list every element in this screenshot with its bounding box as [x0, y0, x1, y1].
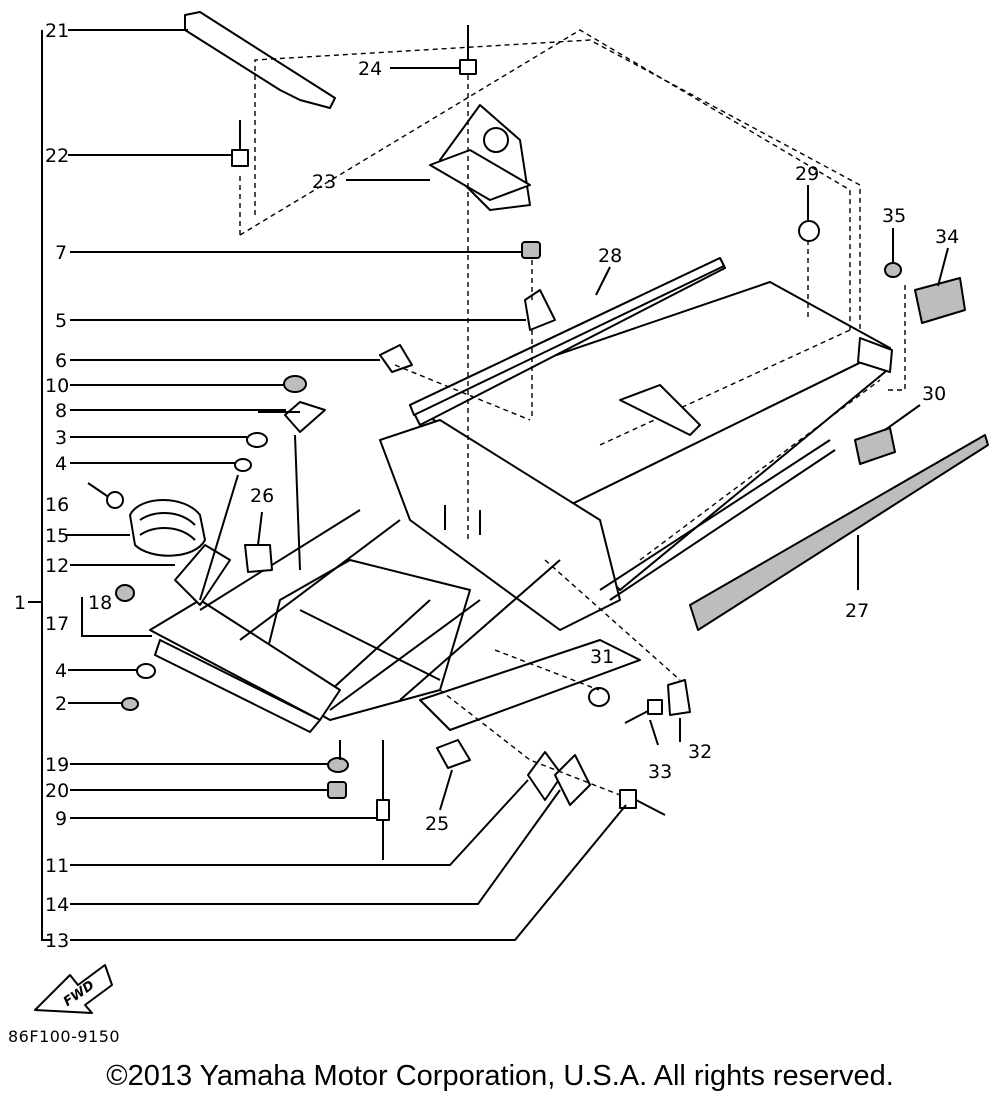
- assembly-lines: [239, 29, 906, 796]
- callout-24: 24: [358, 58, 382, 80]
- part-31-cap: [588, 687, 610, 707]
- callout-4-upper-label: 4: [55, 453, 67, 475]
- part-35-nut: [884, 262, 902, 278]
- callout-22: 22: [45, 145, 69, 167]
- callout-14: 14: [45, 894, 69, 916]
- callout-7: 7: [55, 242, 67, 264]
- part-3-grommet: [246, 432, 268, 448]
- part-6-bracket: [379, 344, 413, 373]
- callout-28: 28: [598, 245, 622, 267]
- copyright-notice: ©2013 Yamaha Motor Corporation, U.S.A. A…: [106, 1060, 894, 1092]
- part-29-plug: [798, 220, 820, 242]
- part-2-grommet: [121, 697, 139, 711]
- leader-lines: [66, 29, 949, 941]
- callout-labels: 21 22 24 23 7 5 6 10 8 3 3 4 16 15 12 1 …: [14, 20, 959, 952]
- part-12-arm: [174, 544, 231, 606]
- callout-12: 12: [45, 555, 69, 577]
- part-9-bolt: [376, 799, 390, 860]
- part-23-mount: [429, 104, 531, 211]
- part-15-bracket: [129, 499, 206, 557]
- callout-15: 15: [45, 525, 69, 547]
- callout-16: 16: [45, 494, 69, 516]
- callout-5: 5: [55, 310, 67, 332]
- part-8-plate: [284, 401, 326, 433]
- callout-26: 26: [250, 485, 274, 507]
- callout-34: 34: [935, 226, 959, 248]
- callout-31: 31: [590, 646, 614, 668]
- part-28-rail: [409, 257, 725, 416]
- callout-17: 17: [45, 613, 69, 635]
- callout-33: 33: [648, 761, 672, 783]
- callout-32: 32: [688, 741, 712, 763]
- callout-3: 3: [55, 427, 67, 449]
- callout-21: 21: [45, 20, 69, 42]
- part-5-bracket: [524, 289, 556, 331]
- part-34-reflector: [914, 277, 966, 324]
- callout-2: 2: [55, 693, 67, 715]
- callout-1: 1: [14, 592, 26, 614]
- part-25-clip: [436, 739, 471, 769]
- part-30-label: [854, 427, 896, 465]
- callout-23: 23: [312, 171, 336, 193]
- part-18-cap: [115, 584, 135, 602]
- part-16-bolt: [87, 482, 124, 509]
- frame-assembly: [149, 257, 893, 733]
- part-24-bolt: [459, 25, 477, 75]
- callout-6: 6: [55, 350, 67, 372]
- part-21-bracket: [184, 11, 336, 109]
- diagram-code: 86F100-9150: [8, 1027, 121, 1046]
- part-19-nut: [327, 757, 349, 773]
- part-4-grommet-lower: [136, 663, 156, 679]
- callout-10: 10: [45, 375, 69, 397]
- parts-diagram: 21 22 24 23 7 5 6 10 8 3 3 4 16 15 12 1 …: [14, 11, 989, 1014]
- callout-8: 8: [55, 400, 67, 422]
- callout-11: 11: [45, 855, 69, 877]
- callout-27: 27: [845, 600, 869, 622]
- group-bracket: [28, 30, 152, 941]
- part-10-grommet: [283, 375, 307, 393]
- part-22-bolt: [231, 120, 249, 167]
- callout-30: 30: [922, 383, 946, 405]
- part-7-nut: [521, 241, 541, 259]
- part-27-rail: [689, 434, 989, 631]
- fwd-arrow-icon: FWD: [34, 964, 113, 1014]
- callout-29: 29: [795, 163, 819, 185]
- frame-studs: [444, 505, 481, 535]
- part-13-bolt: [619, 789, 666, 816]
- part-14-plate: [554, 754, 591, 806]
- callout-35: 35: [882, 205, 906, 227]
- part-20-nut: [327, 781, 347, 799]
- part-4-grommet: [234, 458, 252, 472]
- callout-25: 25: [425, 813, 449, 835]
- callout-13: 13: [45, 930, 69, 952]
- part-26-bracket: [244, 544, 273, 573]
- callout-9: 9: [55, 808, 67, 830]
- callout-20: 20: [45, 780, 69, 802]
- callout-19: 19: [45, 754, 69, 776]
- part-33-bolt: [624, 699, 663, 724]
- part-32-bracket: [667, 679, 691, 716]
- callout-18: 18: [88, 592, 112, 614]
- callout-4-lower-label: 4: [55, 660, 67, 682]
